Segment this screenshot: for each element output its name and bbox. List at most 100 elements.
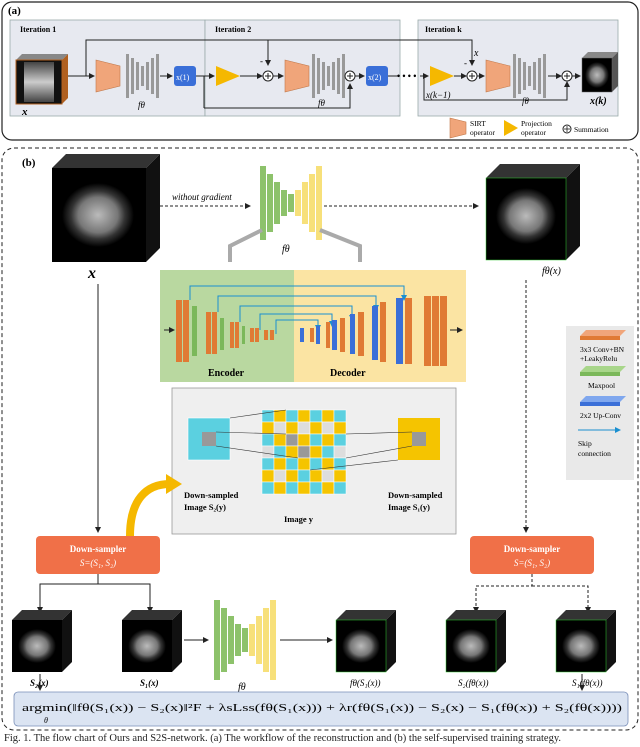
downsampler-right — [470, 536, 594, 574]
encoder-label: Encoder — [208, 368, 245, 379]
ds-s2-l2: Image S₂(y) — [184, 502, 226, 512]
ellipsis-dots: • • • • — [397, 71, 416, 81]
image-y-grid — [261, 409, 347, 495]
legend-projection-icon — [504, 120, 518, 136]
line-x1-to-sum — [204, 83, 353, 109]
downsampler-left-sub: S=(S₁, S₂) — [80, 558, 116, 568]
f-theta-bottom-net — [214, 600, 276, 680]
legend-proj-l1: Projection — [521, 119, 552, 128]
downsampler-right-title: Down-sampler — [504, 544, 561, 554]
ds-s1-l1: Down-sampled — [388, 490, 443, 500]
downsampler-right-sub: S=(S₁, S₂) — [514, 558, 550, 568]
input-x-cube — [15, 54, 68, 105]
downsampler-left-title: Down-sampler — [70, 544, 127, 554]
panel-b-label: (b) — [22, 157, 36, 169]
f-theta-net-1 — [126, 54, 159, 98]
f-theta-top-label: fθ — [282, 244, 290, 255]
f-theta-label-1: fθ — [138, 100, 146, 110]
legend-skip-l1: Skip — [578, 439, 592, 448]
output-ct-cube — [485, 164, 580, 261]
iteration-k-title: Iteration k — [425, 25, 462, 34]
legend-maxpool-icon — [580, 366, 626, 376]
image-y-label: Image y — [284, 514, 314, 524]
expand-arrow-right — [319, 228, 362, 262]
cube-s2fx — [445, 610, 506, 673]
figure-caption: Fig. 1. The flow chart of Ours and S2S-n… — [4, 733, 562, 744]
legend-conv-l1: 3x3 Conv+BN — [580, 345, 625, 354]
s1fx-label: S₁(fθ(x)) — [572, 678, 603, 688]
f-theta-net-k — [513, 54, 546, 98]
unet-encoder-blocks — [176, 300, 274, 362]
iteration-2-title: Iteration 2 — [215, 25, 251, 34]
legend-conv-icon — [580, 330, 626, 340]
panel-b-frame — [1, 147, 639, 731]
encoder-panel — [160, 270, 294, 382]
minus-sign-2: - — [260, 56, 263, 66]
downsampled-grid-s2 — [187, 417, 231, 461]
loss-argmin-subscript: θ — [44, 716, 48, 725]
downsample-mapping-lines — [215, 409, 413, 471]
loss-function-text: argmin(‖fθ(S₁(x)) − S₂(x)‖²F + λsLss(fθ(… — [22, 702, 622, 714]
decoder-label: Decoder — [330, 368, 366, 379]
x2-box — [366, 66, 388, 86]
legend-skip-l2: connection — [578, 449, 611, 458]
cube-s1x — [122, 610, 182, 672]
sirt-operator-2 — [284, 59, 310, 93]
legend-sirt-l1: SIRT — [470, 119, 486, 128]
split-to-s2fx — [473, 574, 533, 613]
ds-s2-l1: Down-sampled — [184, 490, 239, 500]
s2fx-label: S₂(fθ(x)) — [458, 678, 489, 688]
unet-decoder-blocks — [300, 296, 447, 366]
legend-sirt-icon — [449, 117, 467, 139]
sirt-operator-1 — [95, 59, 121, 93]
downsampler-left — [36, 536, 160, 574]
legend-upconv-label: 2x2 Up-Conv — [580, 411, 621, 420]
legend-upconv-icon — [580, 396, 626, 406]
legend-sirt-l2: operator — [470, 128, 495, 137]
iteration-1-title: Iteration 1 — [20, 25, 56, 34]
input-x-label: x — [21, 106, 28, 118]
without-gradient-label: without gradient — [172, 192, 232, 202]
split-to-s2x — [37, 574, 99, 613]
projection-operator-2 — [216, 66, 240, 86]
legend-conv-l2: +LeakyRelu — [580, 354, 617, 363]
xk-label: x(k) — [589, 96, 607, 107]
s1x-label: S₁(x) — [140, 678, 159, 688]
legend-summation-label: Summation — [574, 125, 609, 134]
f-theta-label-2: fθ — [318, 98, 326, 108]
projection-operator-k — [430, 66, 454, 86]
x2-label: x(2) — [368, 73, 382, 82]
cube-s2x — [12, 610, 72, 672]
line-xk1-to-sum — [423, 76, 570, 101]
split-to-s1x — [98, 583, 153, 613]
cube-f-s1x — [335, 610, 396, 673]
f-theta-label-k: fθ — [522, 96, 530, 106]
panel-a-label: (a) — [8, 5, 21, 17]
downsampler-link-arrowhead — [166, 474, 182, 494]
panel-a-frame — [1, 1, 639, 141]
expand-arrow-left — [228, 228, 263, 262]
input-x-label-b: x — [87, 265, 96, 282]
x-skip-line — [85, 39, 475, 76]
legend-maxpool-label: Maxpool — [588, 381, 615, 390]
x1-box — [174, 66, 196, 86]
loss-function-box — [13, 691, 629, 727]
f-theta-x-label: fθ(x) — [542, 266, 561, 277]
ds-s1-l2: Image S₁(y) — [388, 502, 430, 512]
x1-label: x(1) — [176, 73, 190, 82]
sirt-operator-k — [485, 59, 511, 93]
downsampled-grid-s1 — [398, 418, 440, 460]
f-theta-top-net — [260, 166, 322, 240]
split-to-s1fx — [532, 585, 591, 613]
downsampler-link-arrow — [126, 480, 171, 537]
output-xk-cube — [581, 52, 618, 93]
s2x-label: S₂(x) — [30, 678, 49, 688]
x-top-label: x — [473, 48, 479, 59]
minus-sign-k: - — [464, 58, 467, 68]
f-s1x-label: fθ(S₁(x)) — [350, 678, 381, 688]
input-ct-cube — [52, 154, 160, 262]
cube-s1fx — [555, 610, 616, 673]
legend-proj-l2: operator — [521, 128, 546, 137]
f-theta-bottom-label: fθ — [238, 682, 246, 693]
